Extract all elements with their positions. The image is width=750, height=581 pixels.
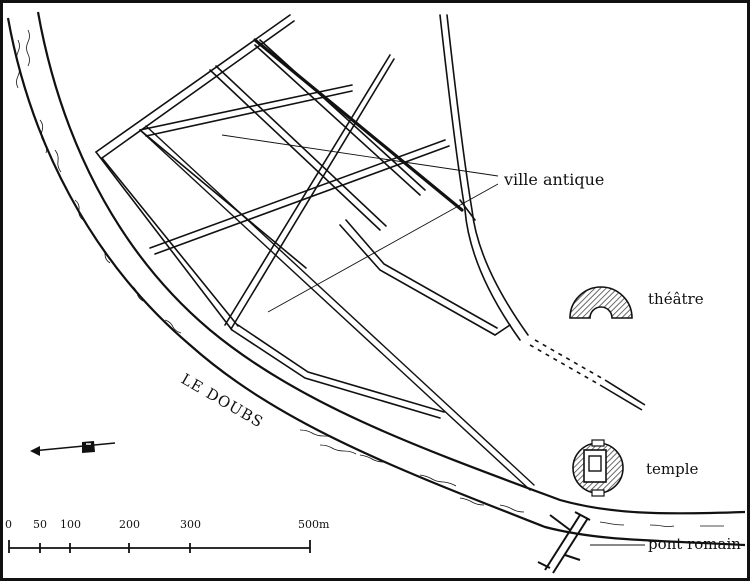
temple-icon — [572, 439, 624, 497]
north-arrow-icon — [30, 441, 116, 456]
label-temple: temple — [646, 460, 699, 478]
city-grid — [95, 14, 535, 491]
scale-tick-300: 300 — [180, 518, 201, 531]
scale-tick-500: 500m — [298, 518, 330, 531]
scale-tick-200: 200 — [119, 518, 140, 531]
scale-bar — [8, 540, 311, 553]
river-doubs — [6, 11, 746, 547]
label-ville-antique: ville antique — [503, 170, 604, 189]
scale-tick-100: 100 — [60, 518, 81, 531]
road-dashed — [529, 339, 646, 411]
leader-lines — [221, 134, 499, 313]
theatre-icon — [569, 286, 633, 319]
scale-tick-0: 0 — [5, 518, 12, 531]
bridge — [537, 511, 591, 574]
label-pont-romain: pont romain — [648, 535, 741, 553]
scale-tick-50: 50 — [33, 518, 47, 531]
label-theatre: théâtre — [648, 290, 704, 308]
